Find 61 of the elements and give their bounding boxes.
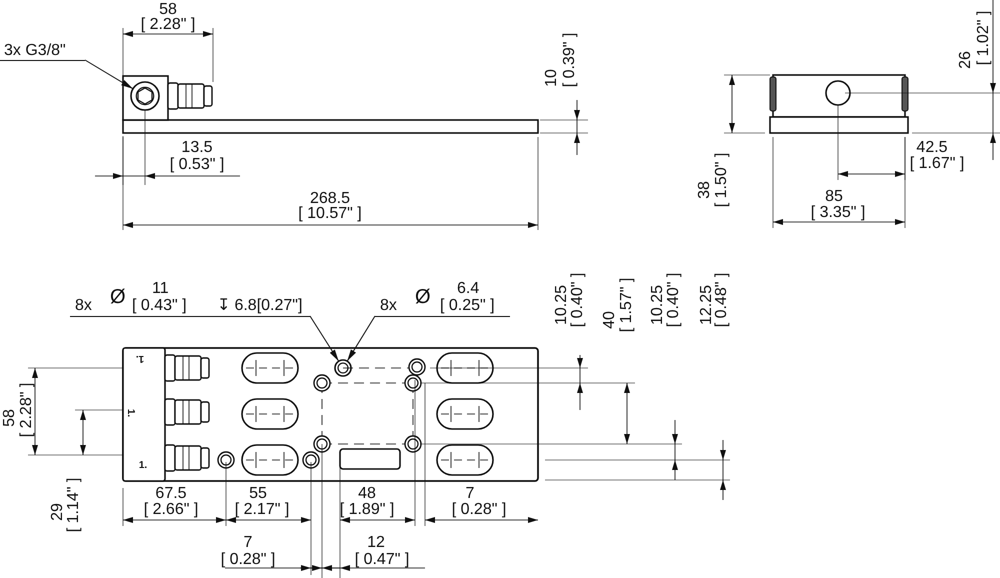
dimension-value: 29 — [50, 503, 66, 521]
leader-line — [310, 316, 340, 362]
dimension-value: 67.5 — [155, 486, 187, 502]
dimension-value: [ 0.39" ] — [562, 32, 578, 88]
dimension-value: [ 0.28" ] — [452, 502, 506, 518]
callout-text: [ 0.43" ] — [132, 298, 187, 314]
callout-text: 3x G3/8" — [4, 43, 66, 59]
dimension-value: 7 — [244, 535, 252, 551]
dimension-value: 268.5 — [310, 191, 350, 207]
dimension-value: [ 0.40" ] — [666, 272, 682, 328]
dimension-value: [ 2.66" ] — [144, 502, 198, 518]
dimension-value: [ 0.53" ] — [170, 157, 224, 173]
callout-text: 6.4 — [457, 281, 480, 297]
dimension-value: [ 1.89" ] — [340, 502, 394, 518]
dimension-value: [ 1.14" ] — [66, 478, 82, 532]
callout-text: Ø — [415, 287, 431, 307]
dimension-value: 26 — [958, 51, 974, 69]
callout-text: 8x — [380, 298, 397, 314]
dimension-value: 40 — [602, 311, 618, 329]
dimension-value: [ 1.02" ] — [976, 10, 992, 66]
callout — [375, 283, 510, 317]
port-number: 1. — [125, 408, 135, 418]
dimension-value: 10.25 — [554, 284, 570, 326]
callout — [70, 283, 310, 317]
port-number: 1. — [138, 461, 148, 471]
mounting-hole — [333, 358, 353, 378]
dimension-value: 48 — [358, 486, 376, 502]
dimension-value: [ 1.57" ] — [619, 278, 635, 332]
callout-text: 11 — [152, 281, 169, 297]
port-opening — [129, 80, 161, 112]
dimension-value: 10 — [544, 69, 560, 87]
dimension-value: [ 2.17" ] — [234, 502, 290, 518]
dimension-value: 10.25 — [650, 284, 666, 326]
callout-text: ↧ 6.8[0.27"] — [217, 298, 302, 314]
dimension-value: 58 — [2, 409, 18, 427]
dimension-value: 12 — [367, 535, 385, 551]
dimension-value: [ 1.50" ] — [714, 152, 730, 208]
dimension-value: [ 2.28" ] — [140, 17, 196, 33]
dimension-value: 85 — [825, 189, 843, 205]
dimension-value: 13.5 — [181, 140, 213, 156]
dimension-value: [ 0.48" ] — [714, 272, 730, 328]
dimension-value: [ 3.35" ] — [810, 205, 866, 221]
dimension-value: [ 0.28" ] — [220, 552, 276, 568]
port-number: 1. — [136, 353, 144, 363]
dimension-value: [ 10.57" ] — [298, 206, 362, 222]
leader-line — [84, 60, 134, 90]
callout-text: [ 0.25" ] — [440, 298, 495, 314]
leader-line — [346, 316, 376, 362]
callout-text: Ø — [110, 287, 126, 307]
dimension-value: 58 — [159, 2, 177, 18]
callout — [0, 43, 85, 61]
dimension-value: 42.5 — [916, 140, 948, 156]
dimension-value: [ 0.47" ] — [354, 552, 410, 568]
dimension-value: [ 0.40" ] — [570, 272, 586, 328]
dimension-value: 55 — [249, 486, 267, 502]
dimension-value: [ 1.67" ] — [910, 156, 964, 172]
dimension-value: 12.25 — [699, 284, 715, 326]
dimension-value: [ 2.28" ] — [19, 382, 35, 438]
dimension-value: 38 — [697, 181, 713, 199]
dimension-value: 7 — [466, 486, 474, 502]
callout-text: 8x — [75, 298, 92, 314]
